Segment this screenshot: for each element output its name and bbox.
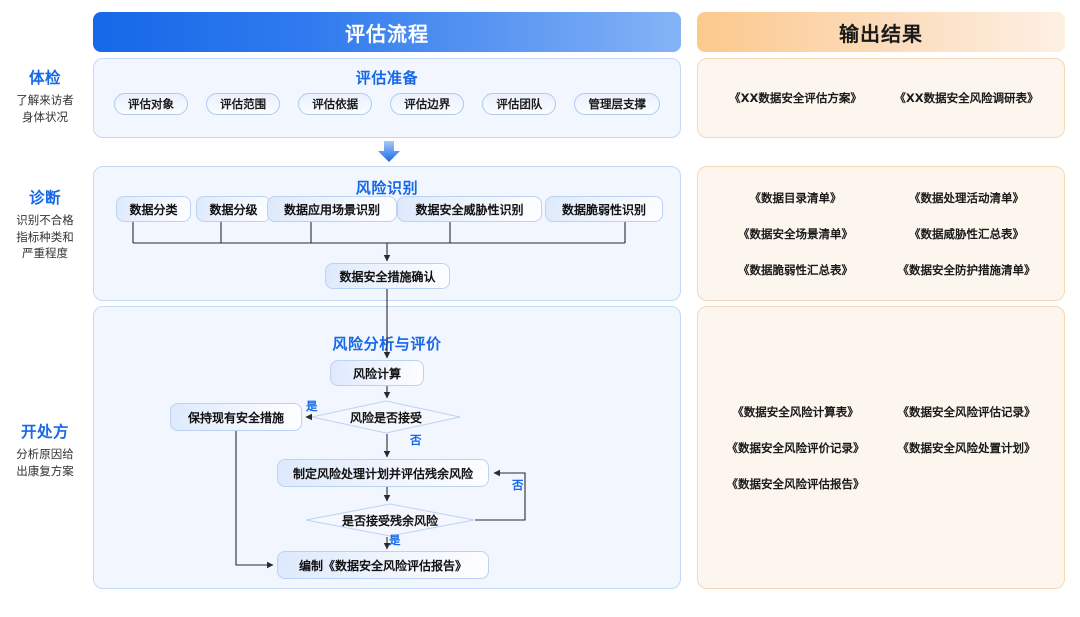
output-doc: 《数据威胁性汇总表》 [909,226,1024,241]
output-doc-grid: 《数据安全风险计算表》 《数据安全风险评估记录》 《数据安全风险评价记录》 《数… [698,404,1064,492]
output-doc: 《数据安全风险评估报告》 [726,476,865,491]
panel-identification-title: 风险识别 [355,179,419,197]
panel-analysis-title: 风险分析与评价 [332,335,442,353]
output-doc: 《数据安全防护措施清单》 [897,262,1036,277]
node-risk-treatment-plan[interactable]: 制定风险处理计划并评估残余风险 [277,459,489,487]
output-doc-grid: 《XX数据安全评估方案》 《XX数据安全风险调研表》 [698,90,1064,106]
node-compile-report[interactable]: 编制《数据安全风险评估报告》 [277,551,489,579]
output-doc: 《XX数据安全风险调研表》 [894,91,1039,105]
output-panel-preparation: 《XX数据安全评估方案》 《XX数据安全风险调研表》 [697,58,1065,138]
output-doc: 《数据安全风险计算表》 [732,404,859,419]
edge-label-yes-keep: 是 [306,399,318,413]
output-doc: 《数据安全场景清单》 [738,226,853,241]
flow-column-title: 评估流程 [345,21,429,46]
output-panel-analysis: 《数据安全风险计算表》 《数据安全风险评估记录》 《数据安全风险评价记录》 《数… [697,306,1065,589]
node-vulnerability[interactable]: 数据脆弱性识别 [545,196,663,222]
down-arrow-icon [377,141,401,163]
stage-label-prescription: 开处方 分析原因给出康复方案 [2,420,88,479]
edge-label-no-plan: 否 [410,433,422,447]
stage-title: 诊断 [28,189,61,207]
node-application-scenario[interactable]: 数据应用场景识别 [267,196,397,222]
edge-label-yes-report: 是 [389,533,401,547]
output-doc: 《数据目录清单》 [749,190,842,205]
decision-residual-risk-acceptable[interactable]: 是否接受残余风险 [305,503,475,537]
panel-risk-analysis: 风险分析与评价 [93,306,681,589]
node-security-threat[interactable]: 数据安全威胁性识别 [397,196,542,222]
output-doc: 《数据处理活动清单》 [909,190,1024,205]
stage-desc: 识别不合格指标种类和严重程度 [16,213,74,261]
output-doc: 《XX数据安全评估方案》 [729,91,862,105]
stage-label-checkup: 体检 了解来访者身体状况 [2,66,88,125]
panel-preparation: 评估准备 评估对象 评估范围 评估依据 评估边界 评估团队 管理层支撑 [93,58,681,138]
node-risk-calculation[interactable]: 风险计算 [330,360,424,386]
panel-preparation-title: 评估准备 [355,69,419,87]
pill-management-support[interactable]: 管理层支撑 [574,93,660,115]
node-data-grading[interactable]: 数据分级 [196,196,271,222]
decision-label: 是否接受残余风险 [341,513,438,528]
output-doc: 《数据脆弱性汇总表》 [738,262,853,277]
stage-desc: 分析原因给出康复方案 [16,447,74,478]
node-keep-existing-measures[interactable]: 保持现有安全措施 [170,403,302,431]
pill-assessment-team[interactable]: 评估团队 [482,93,557,115]
decision-risk-acceptable[interactable]: 风险是否接受 [311,400,461,434]
preparation-pill-row: 评估对象 评估范围 评估依据 评估边界 评估团队 管理层支撑 [114,93,660,115]
pill-assessment-object[interactable]: 评估对象 [114,93,188,115]
edge-label-no-loop: 否 [512,478,524,492]
stage-desc: 了解来访者身体状况 [16,93,74,124]
output-doc: 《数据安全风险处置计划》 [897,440,1036,455]
output-doc-grid: 《数据目录清单》 《数据处理活动清单》 《数据安全场景清单》 《数据威胁性汇总表… [698,190,1064,278]
stage-title: 开处方 [20,423,69,441]
flow-column-header: 评估流程 [93,12,681,52]
node-data-classification[interactable]: 数据分类 [116,196,191,222]
decision-label: 风险是否接受 [349,410,422,425]
output-column-header: 输出结果 [697,12,1065,52]
stage-label-diagnosis: 诊断 识别不合格指标种类和严重程度 [2,186,88,262]
pill-assessment-basis[interactable]: 评估依据 [298,93,373,115]
output-panel-identification: 《数据目录清单》 《数据处理活动清单》 《数据安全场景清单》 《数据威胁性汇总表… [697,166,1065,301]
output-doc: 《数据安全风险评估记录》 [897,404,1036,419]
output-doc: 《数据安全风险评价记录》 [726,440,865,455]
stage-title: 体检 [28,69,61,87]
pill-assessment-boundary[interactable]: 评估边界 [390,93,465,115]
pill-assessment-scope[interactable]: 评估范围 [206,93,281,115]
output-column-title: 输出结果 [839,21,923,46]
node-security-measure-confirm[interactable]: 数据安全措施确认 [325,263,450,289]
